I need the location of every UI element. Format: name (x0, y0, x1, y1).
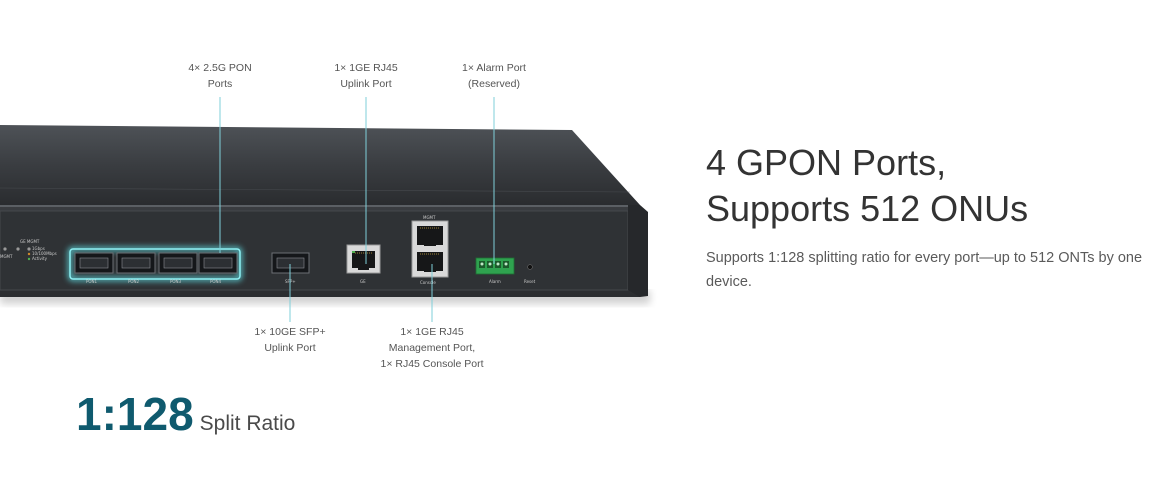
callout-sfp-line2: Uplink Port (264, 342, 316, 354)
reset-button: Reset (524, 264, 536, 284)
chassis-top (0, 125, 640, 205)
feature-heading-line1: 4 GPON Ports, (706, 142, 947, 183)
callout-management: 1× 1GE RJ45 Management Port, 1× RJ45 Con… (380, 324, 483, 372)
reset-label: Reset (524, 279, 536, 284)
split-ratio-value: 1:128 (76, 388, 194, 440)
callout-uplink-rj45: 1× 1GE RJ45 Uplink Port (334, 60, 397, 92)
split-ratio-label: Split Ratio (199, 412, 296, 435)
mgmt-console-ports: MGMT Console (411, 215, 449, 285)
ge-label: GE (360, 279, 366, 284)
led-mgmt-label: MGMT (0, 254, 13, 259)
callout-alarm-line2: (Reserved) (468, 78, 520, 90)
alarm-label: Alarm (489, 279, 501, 284)
callout-sfp-uplink: 1× 10GE SFP+ Uplink Port (254, 324, 325, 356)
pon2-label: PON2 (128, 279, 140, 284)
pon-port-1: PON1 (74, 252, 114, 284)
callout-rj45-line1: 1× 1GE RJ45 (334, 62, 398, 74)
led-title-label: GE MGMT (20, 239, 40, 244)
led-mode-1g: 1Gbps (32, 246, 45, 251)
pon-port-4: PON4 (198, 252, 238, 284)
callout-lines (219, 97, 495, 322)
pon-port-2: PON2 (116, 252, 156, 284)
callout-alarm-port: 1× Alarm Port (Reserved) (462, 60, 526, 92)
callout-rj45-line2: Uplink Port (340, 78, 392, 90)
led-mode-100m: 10/100Mbps (32, 251, 57, 256)
callout-alarm-line1: 1× Alarm Port (462, 62, 526, 74)
feature-heading-line2: Supports 512 ONUs (706, 188, 1029, 229)
olt-device-illustration: GE MGMT 1Gbps 10/100Mbps Activity MGMT P… (0, 97, 650, 322)
console-label: Console (420, 280, 436, 285)
callout-mgmt-line3: 1× RJ45 Console Port (380, 358, 484, 370)
ge-rj45-port: GE (346, 244, 381, 284)
led-indicator-block: GE MGMT 1Gbps 10/100Mbps Activity MGMT (0, 239, 57, 261)
callout-sfp-line1: 1× 10GE SFP+ (254, 326, 326, 338)
alarm-terminal-block: Alarm (475, 257, 515, 284)
pon1-label: PON1 (86, 279, 98, 284)
callout-pon-ports: 4× 2.5G PON Ports (188, 60, 251, 92)
feature-description: Supports 1:128 splitting ratio for every… (706, 250, 1143, 290)
callout-mgmt-line1: 1× 1GE RJ45 (400, 326, 464, 338)
led-mode-activity: Activity (32, 256, 48, 261)
feature-heading: 4 GPON Ports, Supports 512 ONUs (706, 140, 1146, 232)
callout-pon-line2: Ports (207, 78, 233, 90)
callout-pon-line1: 4× 2.5G PON (188, 62, 252, 74)
callout-mgmt-line2: Management Port, (388, 342, 476, 354)
pon-port-3: PON3 (158, 252, 198, 284)
pon4-label: PON4 (210, 279, 222, 284)
mgmt-label: MGMT (423, 215, 436, 220)
pon3-label: PON3 (170, 279, 182, 284)
